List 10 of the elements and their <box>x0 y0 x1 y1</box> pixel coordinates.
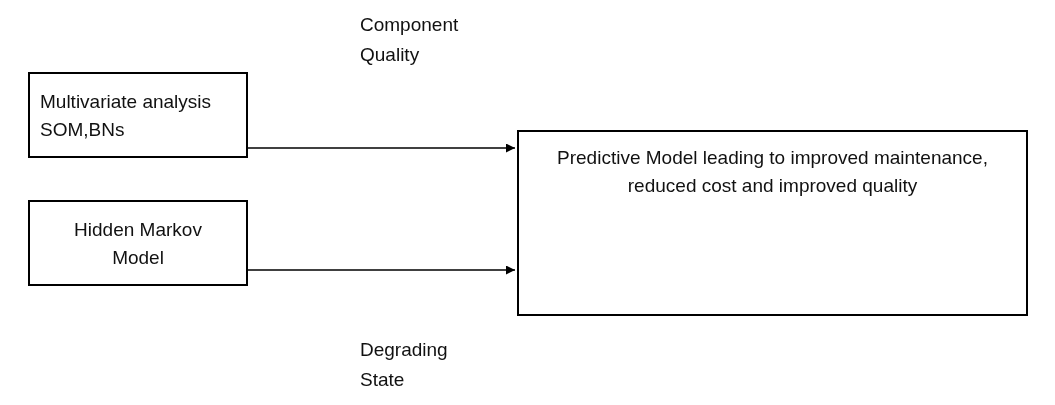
box-text: Hidden Markov Model <box>73 218 203 270</box>
box-text: Multivariate analysis SOM,BNs <box>40 90 213 142</box>
arrow <box>247 143 516 153</box>
process-box <box>28 72 248 158</box>
edge-label: Component Quality <box>360 13 460 67</box>
process-box <box>28 200 248 286</box>
edge-label: Degrading State <box>360 338 449 392</box>
box-text: Predictive Model leading to improved maintenance, reduced cost and improved quality <box>556 146 989 198</box>
process-box <box>517 130 1028 316</box>
arrow <box>247 265 516 275</box>
